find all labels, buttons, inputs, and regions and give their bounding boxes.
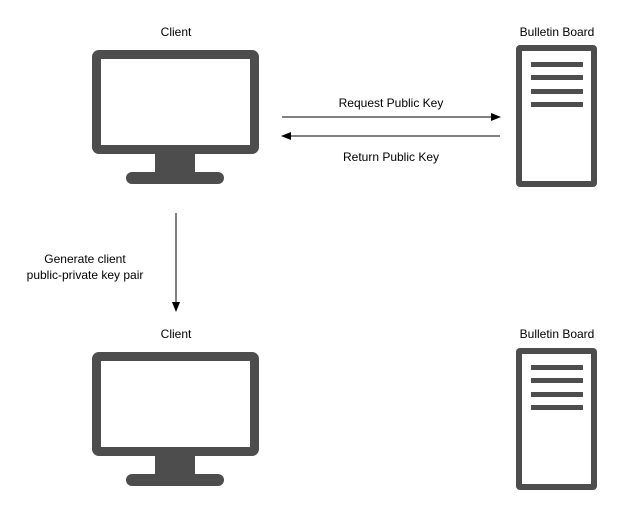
bulletin-board-label-bottom: Bulletin Board (519, 327, 595, 341)
request-public-key-label: Request Public Key (338, 96, 444, 110)
monitor-icon (92, 352, 259, 486)
client-label-bottom: Client (160, 327, 192, 341)
bulletin-board-label-top: Bulletin Board (519, 25, 595, 39)
server-icon (516, 348, 597, 490)
monitor-icon (92, 50, 259, 184)
generate-keypair-line2: public-private key pair (26, 268, 144, 282)
return-public-key-label: Return Public Key (342, 150, 440, 164)
client-label-top: Client (160, 25, 192, 39)
generate-keypair-line1: Generate client (44, 252, 126, 266)
generate-keypair-label: Generate client public-private key pair (27, 251, 144, 283)
server-icon (516, 45, 597, 187)
